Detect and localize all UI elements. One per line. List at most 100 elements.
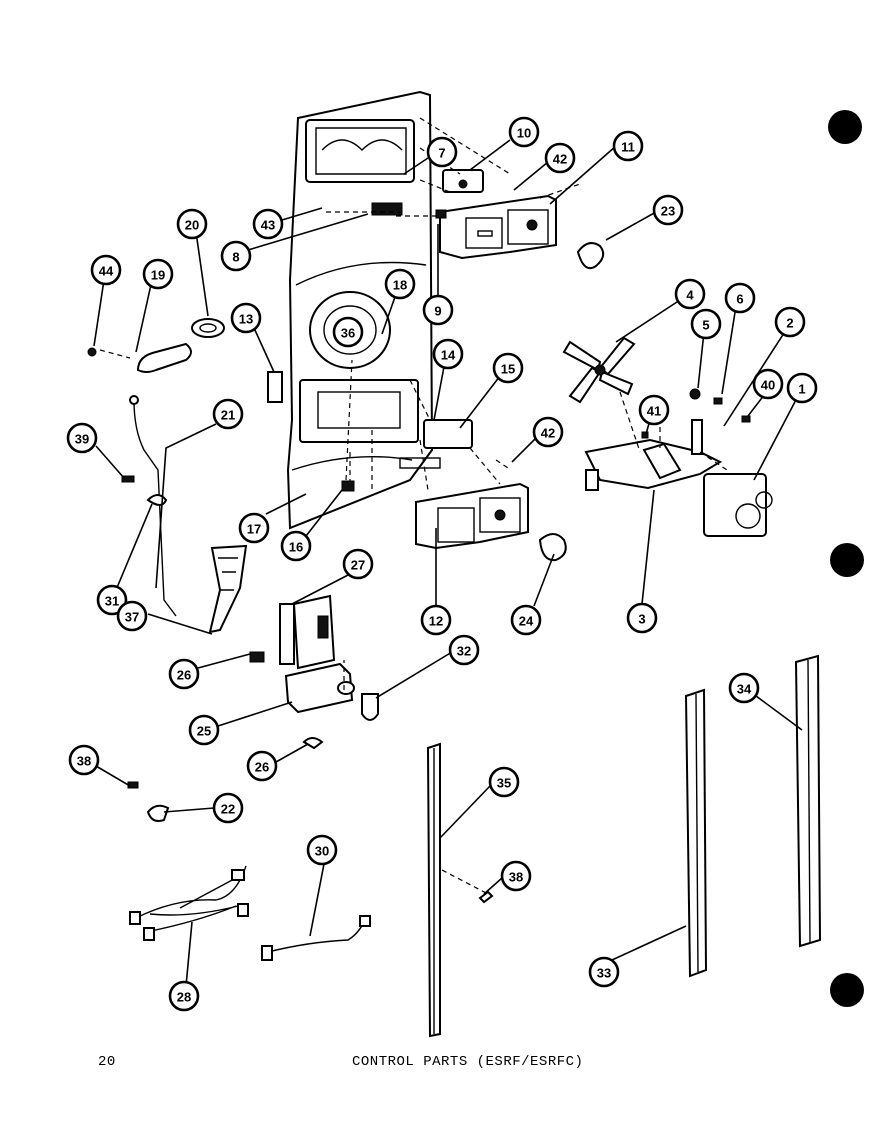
callout-10: 10 (508, 116, 540, 148)
callout-1: 1 (786, 372, 818, 404)
callout-label: 3 (638, 612, 645, 627)
callout-label: 27 (351, 558, 365, 573)
callout-label: 24 (519, 614, 534, 629)
callout-14: 14 (432, 338, 464, 370)
callout-18: 18 (384, 268, 416, 300)
callout-27: 27 (342, 548, 374, 580)
callout-label: 16 (289, 540, 303, 555)
callout-43: 43 (252, 208, 284, 240)
callout-21: 21 (212, 398, 244, 430)
callout-38: 38 (68, 744, 100, 776)
lower-switch-assembly (399, 419, 567, 562)
callout-35: 35 (488, 766, 520, 798)
callout-label: 32 (457, 644, 471, 659)
callout-label: 23 (661, 204, 675, 219)
control-housing-panel (267, 90, 434, 530)
callout-label: 15 (501, 362, 515, 377)
callout-33: 33 (588, 956, 620, 988)
callout-label: 9 (434, 304, 441, 319)
callout-label: 26 (177, 668, 191, 683)
callout-31: 31 (96, 584, 128, 616)
fan-motor-assembly (562, 336, 773, 537)
callout-12: 12 (420, 604, 452, 636)
callout-30: 30 (306, 834, 338, 866)
callout-label: 22 (221, 802, 235, 817)
callout-label: 14 (441, 348, 456, 363)
callout-bubbles: 10 7 42 11 43 23 20 8 44 19 13 18 36 9 4 6 5 2 40 1 14 15 21 41… (66, 116, 818, 1012)
callout-label: 36 (341, 326, 355, 341)
callout-label: 30 (315, 844, 329, 859)
callout-24: 24 (510, 604, 542, 636)
callout-39: 39 (66, 422, 98, 454)
callout-25: 25 (188, 714, 220, 746)
callout-label: 41 (647, 404, 661, 419)
callout-label: 6 (736, 292, 743, 307)
callout-3: 3 (626, 602, 658, 634)
figure-caption: CONTROL PARTS (ESRF/ESRFC) (352, 1054, 584, 1070)
callout-label: 38 (509, 870, 523, 885)
callout-label: 2 (786, 316, 793, 331)
callout-40: 40 (752, 368, 784, 400)
callout-19: 19 (142, 258, 174, 290)
callout-38: 38 (500, 860, 532, 892)
callout-label: 8 (232, 250, 239, 265)
callout-42: 42 (544, 142, 576, 174)
callout-label: 39 (75, 432, 89, 447)
callout-2: 2 (774, 306, 806, 338)
callout-32: 32 (448, 634, 480, 666)
callout-23: 23 (652, 194, 684, 226)
callout-label: 40 (761, 378, 775, 393)
upper-switch-assembly (435, 169, 605, 270)
callout-label: 33 (597, 966, 611, 981)
callout-label: 37 (125, 610, 139, 625)
callout-5: 5 (690, 308, 722, 340)
callout-label: 4 (686, 288, 694, 303)
trim-strips (426, 654, 822, 1038)
callout-44: 44 (90, 254, 122, 286)
callout-42: 42 (532, 416, 564, 448)
callout-8: 8 (220, 240, 252, 272)
callout-34: 34 (728, 672, 760, 704)
binder-hole-middle (830, 543, 864, 577)
callout-7: 7 (426, 136, 458, 168)
callout-41: 41 (638, 394, 670, 426)
callout-label: 1 (798, 382, 805, 397)
callout-22: 22 (212, 792, 244, 824)
callout-label: 43 (261, 218, 275, 233)
callout-label: 17 (247, 522, 261, 537)
callout-label: 7 (438, 146, 445, 161)
callout-label: 35 (497, 776, 511, 791)
callout-label: 5 (702, 318, 709, 333)
callout-17: 17 (238, 512, 270, 544)
callout-9: 9 (422, 294, 454, 326)
binder-hole-bottom (830, 973, 864, 1007)
callout-label: 18 (393, 278, 407, 293)
callout-label: 20 (185, 218, 199, 233)
callout-20: 20 (176, 208, 208, 240)
page-number: 20 (98, 1054, 116, 1070)
leader-lines (93, 139, 803, 987)
callout-26: 26 (168, 658, 200, 690)
callout-label: 44 (99, 264, 114, 279)
callout-13: 13 (230, 302, 262, 334)
callout-label: 13 (239, 312, 253, 327)
callout-15: 15 (492, 352, 524, 384)
callout-label: 42 (553, 152, 567, 167)
callout-label: 28 (177, 990, 191, 1005)
callout-28: 28 (168, 980, 200, 1012)
callout-label: 25 (197, 724, 211, 739)
callout-label: 42 (541, 426, 555, 441)
callout-label: 34 (737, 682, 752, 697)
callout-26: 26 (246, 750, 278, 782)
left-side-parts (87, 318, 248, 634)
callout-4: 4 (674, 278, 706, 310)
callout-label: 31 (105, 594, 119, 609)
callout-11: 11 (612, 130, 644, 162)
callout-label: 38 (77, 754, 91, 769)
binder-hole-top (828, 110, 862, 144)
callout-label: 26 (255, 760, 269, 775)
callout-label: 21 (221, 408, 235, 423)
callout-6: 6 (724, 282, 756, 314)
callout-label: 12 (429, 614, 443, 629)
